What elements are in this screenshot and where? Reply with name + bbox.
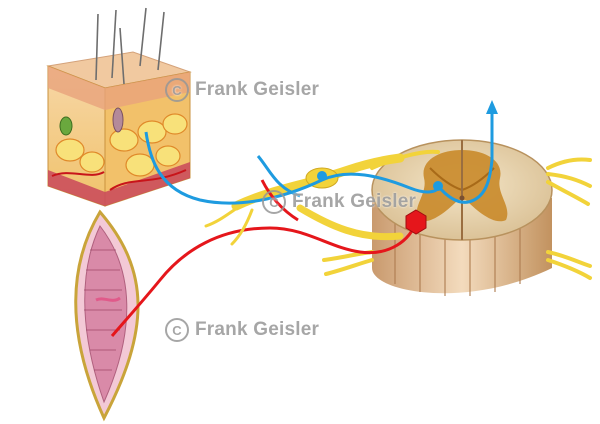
- copyright-icon: C: [165, 318, 189, 342]
- motor-pathway: [110, 179, 427, 337]
- motor-neuron: [405, 209, 427, 235]
- copyright-icon: C: [165, 78, 189, 102]
- watermark: C Frank Geisler: [165, 78, 319, 102]
- hairs: [95, 7, 165, 85]
- watermark-text: Frank Geisler: [292, 191, 417, 212]
- nerve-branches: [204, 204, 254, 246]
- spinal-cord: [371, 139, 553, 296]
- ventral-root: [296, 204, 404, 241]
- muscle-spindle: [74, 209, 140, 422]
- sensory-pathway: [144, 100, 498, 205]
- watermark-text: Frank Geisler: [195, 79, 320, 100]
- copyright-icon: C: [262, 190, 286, 214]
- watermark: C Frank Geisler: [165, 318, 319, 342]
- watermark-text: Frank Geisler: [195, 319, 320, 340]
- watermark: C Frank Geisler: [262, 190, 416, 214]
